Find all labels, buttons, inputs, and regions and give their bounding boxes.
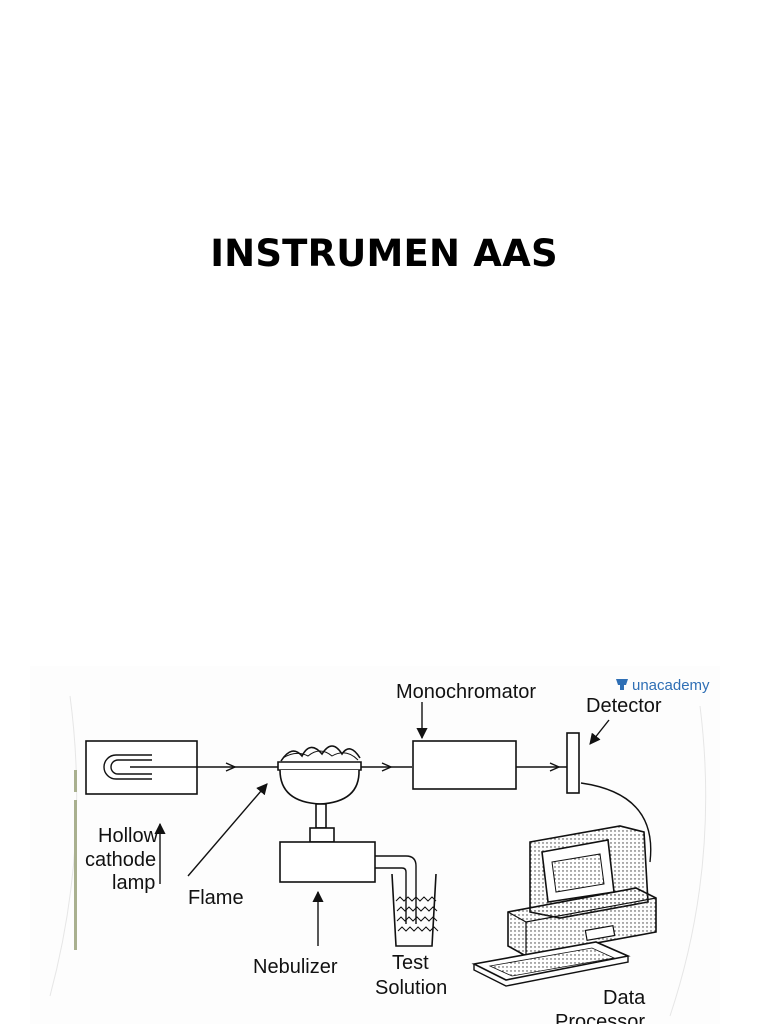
aas-diagram-figure: Hollow cathode lamp Flame Nebulizer Mono…: [30, 666, 720, 1024]
label-test-line2: Solution: [375, 977, 447, 999]
nebulizer-unit: [279, 841, 417, 924]
test-solution-beaker: [391, 873, 439, 947]
watermark-text: unacademy: [632, 677, 710, 694]
accent-bar-top: [74, 770, 77, 792]
label-nebulizer: Nebulizer: [253, 956, 338, 978]
detector-cable: [580, 782, 652, 863]
unacademy-logo-icon: [616, 679, 628, 685]
monochromator-box: [412, 740, 517, 790]
unacademy-logo: unacademy: [616, 677, 710, 694]
label-test-line1: Test: [392, 952, 429, 974]
label-flame: Flame: [188, 887, 244, 909]
label-lamp-line1: Hollow: [98, 825, 159, 847]
label-monochromator: Monochromator: [396, 681, 536, 703]
detector-plate: [566, 732, 580, 794]
label-lamp-line3: lamp: [112, 872, 155, 894]
label-data-line1: Data: [603, 987, 646, 1009]
accent-bar-bottom: [74, 800, 77, 950]
label-lamp-line2: cathode: [85, 849, 156, 871]
computer-data-processor: [471, 825, 657, 987]
label-detector: Detector: [586, 695, 662, 717]
aas-schematic: Hollow cathode lamp Flame Nebulizer Mono…: [49, 677, 710, 1024]
label-data-line2: Processor: [555, 1011, 645, 1024]
burner-flame: [277, 745, 362, 843]
slide-title: INSTRUMEN AAS: [210, 232, 558, 275]
